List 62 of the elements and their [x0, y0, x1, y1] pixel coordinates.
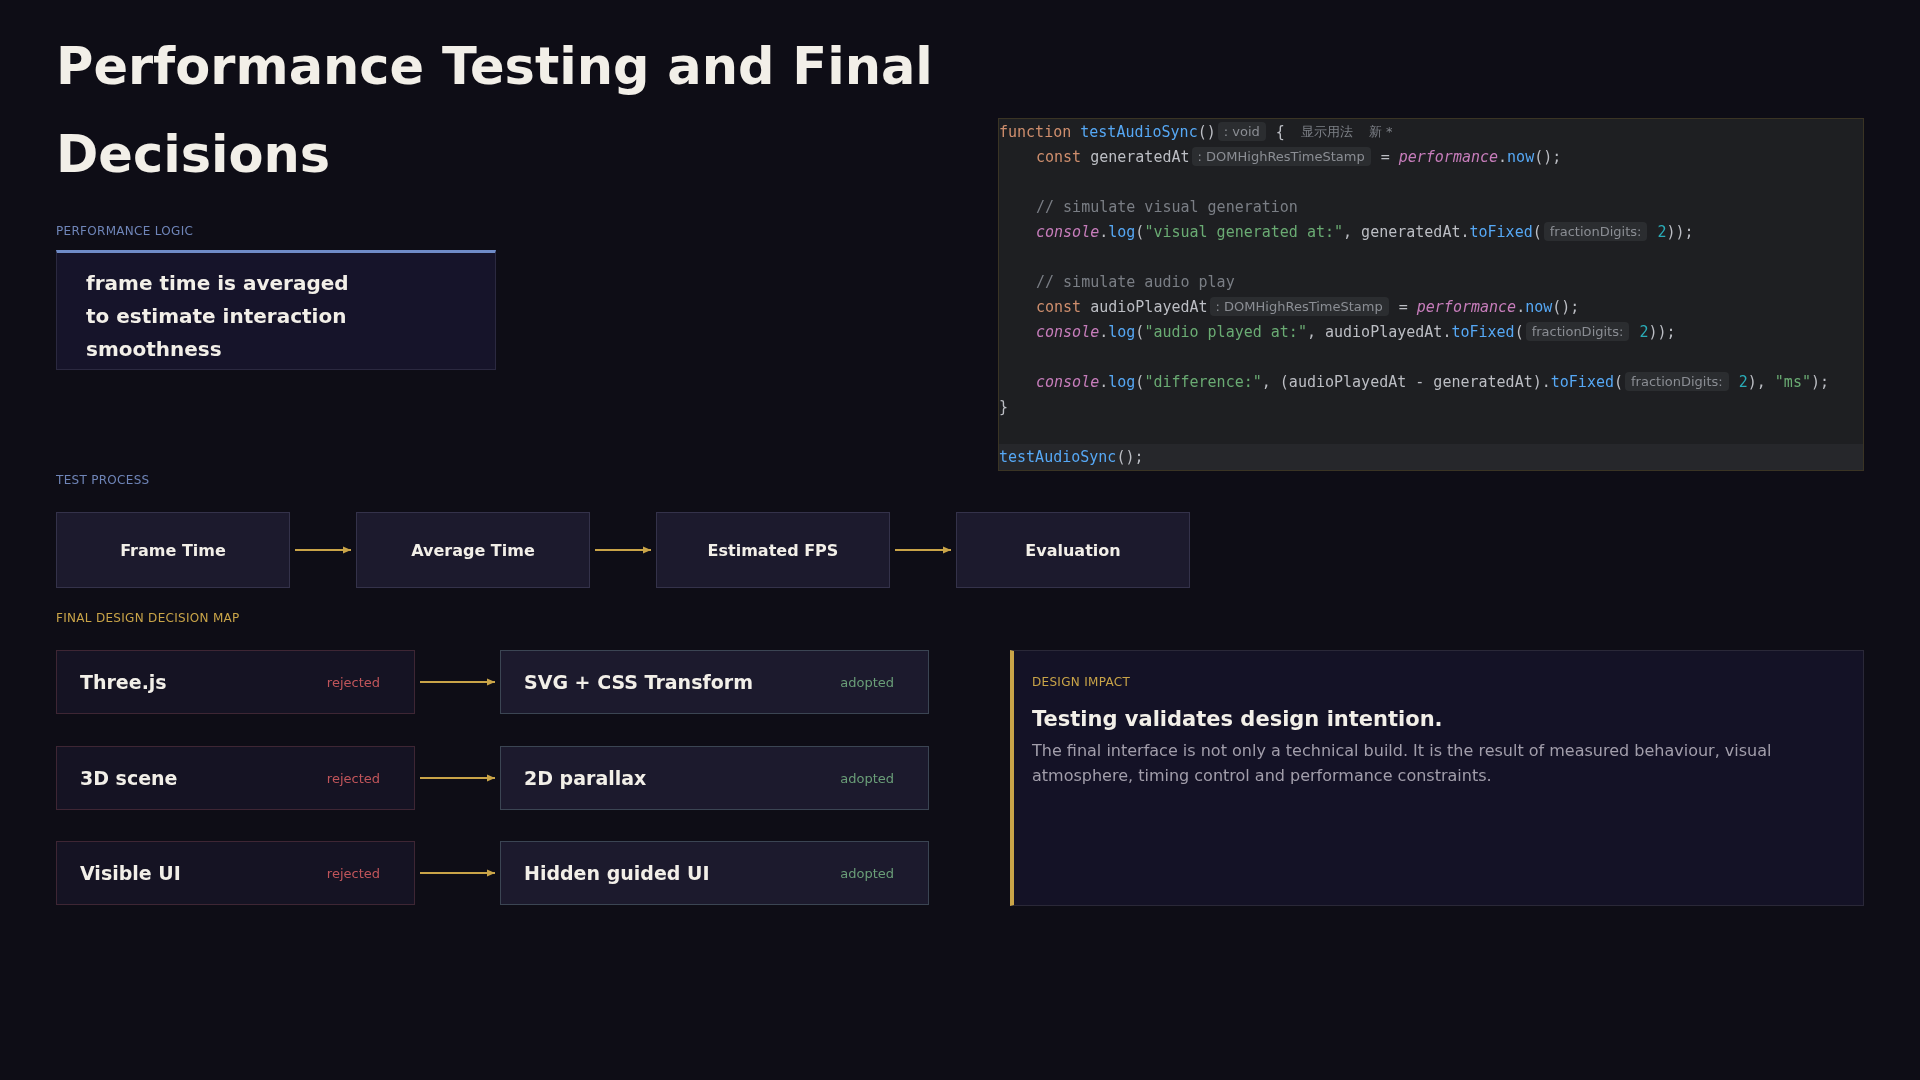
- arrow: [294, 546, 352, 554]
- option-card: [56, 650, 415, 714]
- status-label: adopted: [840, 865, 894, 881]
- impact-card: [1010, 650, 1864, 906]
- option-card: [500, 650, 929, 714]
- code-text: 2));: [1657, 221, 1694, 242]
- code-text: console.log("visual generated at:", generatedAt.toFixed(: [1036, 221, 1542, 242]
- option-title: 2D parallax: [524, 767, 647, 789]
- section-label: PERFORMANCE LOGIC: [56, 223, 194, 239]
- status-label: rejected: [326, 770, 380, 786]
- status-label: rejected: [326, 674, 380, 690]
- card-text: The final interface is not only a technical build. It is the result of measured behaviour, visual atmosphere, timing control and performance constraints.: [1032, 740, 1772, 787]
- inlay-hint: fractionDigits:: [1525, 322, 1630, 341]
- option-title: 3D scene: [80, 767, 178, 789]
- code-text: = performance.now();: [1398, 296, 1580, 317]
- status-label: adopted: [840, 770, 894, 786]
- arrow: [594, 546, 652, 554]
- inlay-hint: : void: [1217, 122, 1266, 141]
- option-title: SVG + CSS Transform: [524, 671, 753, 693]
- inlay-hint: : DOMHighResTimeStamp: [1191, 147, 1371, 166]
- code-text: testAudioSync();: [999, 446, 1144, 467]
- arrow: [419, 678, 496, 686]
- option-card: [56, 746, 415, 810]
- option-card: [56, 841, 415, 905]
- section-label: DESIGN IMPACT: [1032, 674, 1131, 690]
- page-title: Performance Testing and Final Decisions: [56, 36, 934, 186]
- code-text: 2), "ms");: [1738, 371, 1829, 392]
- process-box: Estimated FPS: [656, 512, 890, 588]
- process-box: Evaluation: [956, 512, 1190, 588]
- code-text: const generatedAt: [1036, 146, 1190, 167]
- option-card: [500, 746, 929, 810]
- process-box: Average Time: [356, 512, 590, 588]
- code-text: }: [999, 396, 1009, 417]
- usage-hint: 显示用法: [1300, 123, 1353, 141]
- section-label: TEST PROCESS: [56, 472, 150, 488]
- card-text: frame time is averaged to estimate interaction smoothness: [86, 270, 350, 363]
- arrow: [419, 774, 496, 782]
- option-card: [500, 841, 929, 905]
- code-text: // simulate visual generation: [1036, 196, 1298, 217]
- usage-hint: 新 *: [1368, 123, 1393, 141]
- option-title: Hidden guided UI: [524, 862, 710, 884]
- code-text: = performance.now();: [1380, 146, 1562, 167]
- option-title: Visible UI: [80, 862, 181, 884]
- code-text: console.log("difference:", (audioPlayedAt - generatedAt).toFixed(: [1036, 371, 1623, 392]
- inlay-hint: fractionDigits:: [1625, 372, 1729, 391]
- section-label: FINAL DESIGN DECISION MAP: [56, 610, 240, 626]
- code-text: 2));: [1639, 321, 1676, 342]
- arrow: [894, 546, 952, 554]
- code-panel: [998, 118, 1864, 471]
- status-label: rejected: [326, 865, 380, 881]
- card-heading: Testing validates design intention.: [1032, 706, 1443, 733]
- inlay-hint: fractionDigits:: [1543, 222, 1648, 241]
- code-text: function testAudioSync(): [999, 121, 1216, 142]
- code-text: const audioPlayedAt: [1036, 296, 1208, 317]
- arrow: [419, 869, 496, 877]
- process-box: Frame Time: [56, 512, 290, 588]
- option-title: Three.js: [80, 671, 167, 693]
- code-text: {: [1275, 121, 1285, 142]
- inlay-hint: : DOMHighResTimeStamp: [1209, 297, 1389, 316]
- status-label: adopted: [840, 674, 894, 690]
- code-text: console.log("audio played at:", audioPlayedAt.toFixed(: [1036, 321, 1524, 342]
- code-text: // simulate audio play: [1036, 271, 1235, 292]
